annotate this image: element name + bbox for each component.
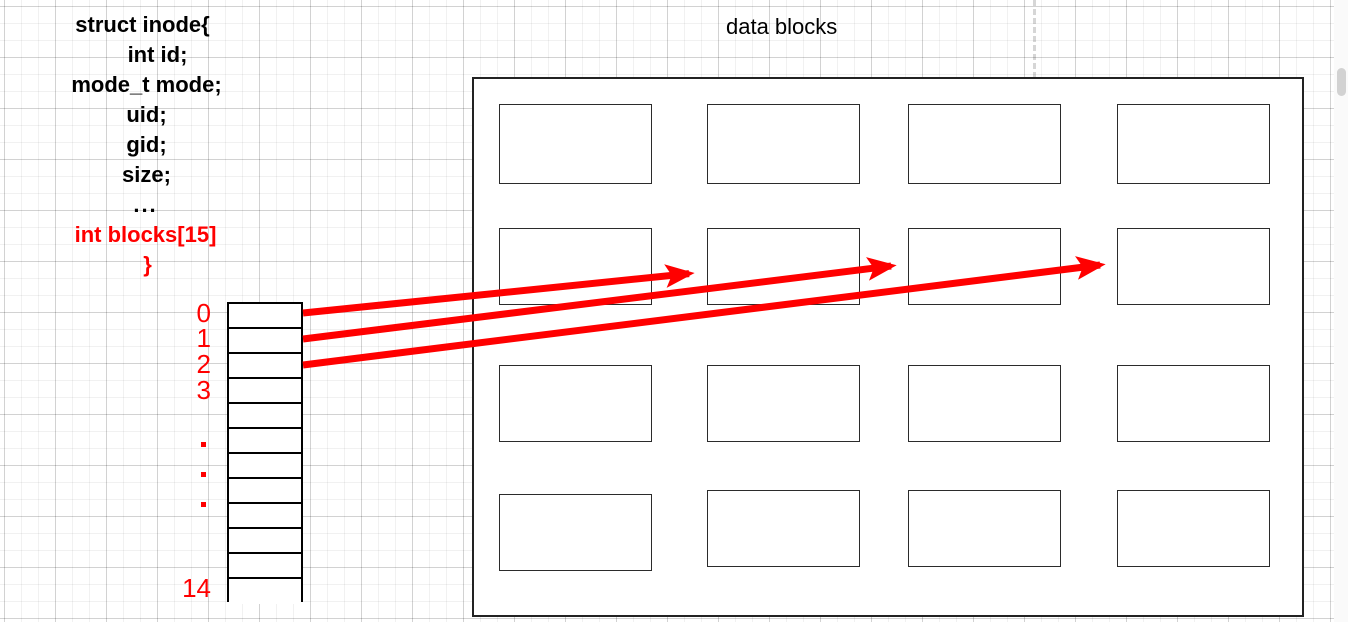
array-index-label-1: 1 [196, 323, 211, 353]
array-cell-5[interactable] [229, 429, 301, 454]
vertical-scrollbar[interactable] [1334, 0, 1348, 622]
data-block-r2c4[interactable] [1117, 228, 1270, 305]
data-block-r3c2[interactable] [707, 365, 860, 442]
array-ellipsis-dot-1 [201, 442, 206, 447]
inode-line-struct: struct inode{ [75, 12, 210, 37]
data-block-r4c4[interactable] [1117, 490, 1270, 567]
data-block-r2c1[interactable] [499, 228, 652, 305]
array-cell-1[interactable] [229, 329, 301, 354]
data-block-r1c1[interactable] [499, 104, 652, 184]
data-block-r3c1[interactable] [499, 365, 652, 442]
data-block-r2c2[interactable] [707, 228, 860, 305]
data-block-r4c3[interactable] [908, 490, 1061, 567]
data-block-r2c3[interactable] [908, 228, 1061, 305]
inode-line-size: size; [122, 162, 171, 187]
data-block-r1c4[interactable] [1117, 104, 1270, 184]
array-cell-8[interactable] [229, 504, 301, 529]
blocks-array-table [227, 302, 303, 604]
inode-line-int-id: int id; [127, 42, 188, 67]
array-cell-7[interactable] [229, 479, 301, 504]
array-cell-4[interactable] [229, 404, 301, 429]
array-cell-0[interactable] [229, 304, 301, 329]
inode-struct-text: struct inode{ int id; mode_t mode; uid; … [38, 10, 253, 280]
inode-line-ellipsis: ... [133, 192, 158, 217]
data-block-r1c3[interactable] [908, 104, 1061, 184]
data-block-r4c2[interactable] [707, 490, 860, 567]
array-cell-3[interactable] [229, 379, 301, 404]
array-cell-2[interactable] [229, 354, 301, 379]
inode-line-mode: mode_t mode; [71, 72, 222, 97]
array-cell-6[interactable] [229, 454, 301, 479]
inode-line-blocks-array: int blocks[15] [74, 222, 217, 247]
data-block-r1c2[interactable] [707, 104, 860, 184]
data-block-r3c3[interactable] [908, 365, 1061, 442]
inode-line-uid: uid; [126, 102, 167, 127]
array-ellipsis-dot-3 [201, 502, 206, 507]
array-index-label-0: 0 [196, 298, 211, 328]
array-index-label-2: 2 [196, 349, 211, 379]
data-block-r3c4[interactable] [1117, 365, 1270, 442]
inode-line-gid: gid; [126, 132, 167, 157]
array-cell-11[interactable] [229, 579, 301, 604]
array-cell-9[interactable] [229, 529, 301, 554]
inode-line-closing-brace: } [143, 252, 152, 277]
vertical-scrollbar-thumb[interactable] [1337, 68, 1346, 96]
array-index-label-14: 14 [182, 573, 211, 603]
array-index-label-3: 3 [196, 375, 211, 405]
vertical-guide-line [1033, 0, 1036, 78]
array-cell-10[interactable] [229, 554, 301, 579]
data-blocks-title: data blocks [726, 14, 838, 39]
data-block-r4c1[interactable] [499, 494, 652, 571]
array-ellipsis-dot-2 [201, 472, 206, 477]
data-blocks-container [472, 77, 1304, 617]
